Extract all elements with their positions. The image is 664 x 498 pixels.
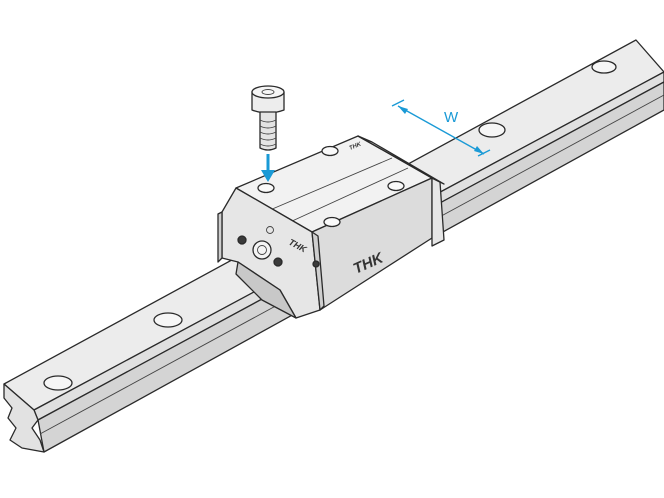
block-hole-1	[257, 182, 275, 194]
rail-hole-4	[591, 60, 617, 74]
dimension-tick-right	[477, 149, 491, 157]
dimension-tick-left	[391, 99, 405, 107]
insert-arrow-icon	[261, 154, 275, 182]
carriage-block	[217, 135, 445, 319]
dimension-arrow-right	[474, 146, 484, 154]
rail-hole-3	[478, 122, 506, 138]
rail-hole-2	[153, 312, 183, 328]
bolt-shank	[259, 111, 277, 151]
end-plate-cutout	[235, 261, 297, 319]
end-screw-1	[237, 235, 247, 245]
bolt-head-top	[251, 85, 285, 99]
bolt-socket	[261, 89, 275, 95]
end-seal	[217, 211, 223, 263]
brand-top: THK	[349, 141, 363, 151]
end-plate-hole	[266, 226, 274, 234]
top-end-strip	[357, 135, 445, 185]
block-hole-2	[321, 145, 339, 157]
side-seal	[311, 231, 325, 311]
block-hole-3	[323, 216, 341, 228]
dimension-arrow-left	[398, 106, 408, 114]
dimension-label: W	[444, 109, 459, 126]
end-screw-2	[273, 257, 283, 267]
bolt-thread	[259, 119, 277, 147]
rail-end-profile	[3, 383, 45, 453]
grease-nipple-icon	[252, 240, 272, 260]
side-seal-screw	[312, 260, 320, 268]
block-hole-4	[387, 180, 405, 192]
rail-hole-1	[43, 375, 73, 391]
dimension-line	[397, 105, 485, 155]
socket-cap-screw-icon	[251, 85, 285, 151]
width-dimension: W	[391, 99, 491, 157]
grease-nipple-inner	[257, 245, 267, 255]
block-top-strip	[269, 157, 409, 223]
